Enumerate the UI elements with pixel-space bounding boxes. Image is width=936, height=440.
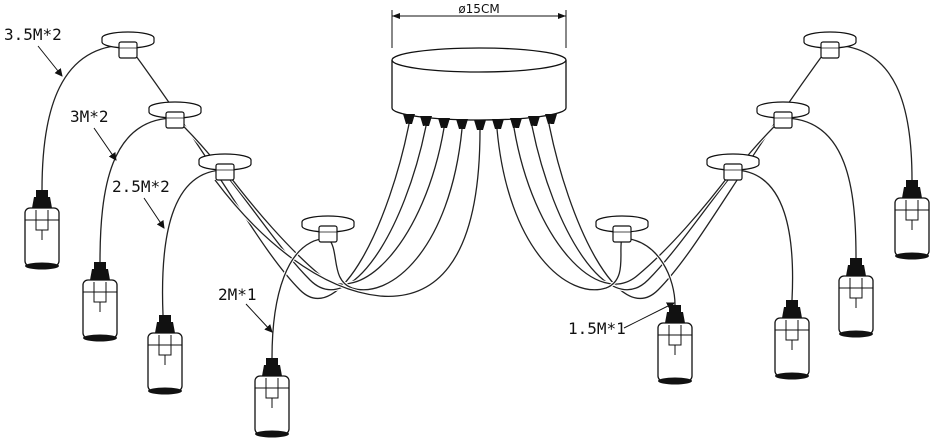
cord-label-3m: 3M*2: [70, 107, 109, 126]
hook-plate-icon: [101, 31, 155, 59]
cords: [40, 43, 914, 359]
lamp-socket-icon: [147, 314, 183, 396]
hook-plate-icon: [756, 101, 810, 129]
hook-plate-icon: [706, 153, 760, 181]
hook-plate-icon: [301, 215, 355, 243]
canopy: ø15CM: [391, 2, 567, 130]
lamp-socket-icon: [24, 189, 60, 271]
cord-label-3-5m: 3.5M*2: [4, 25, 62, 44]
hook-plate-icon: [198, 153, 252, 181]
hook-plate-icon: [803, 31, 857, 59]
cord-label-2m: 2M*1: [218, 285, 257, 304]
lamp-socket-icon: [894, 179, 930, 261]
hook-plate-icon: [595, 215, 649, 243]
lamp-socket-icon: [838, 257, 874, 339]
cord-label-1-5m: 1.5M*1: [568, 319, 626, 338]
cord-label-2-5m: 2.5M*2: [112, 177, 170, 196]
lamp-socket-icon: [774, 299, 810, 381]
lamp-socket-icon: [657, 304, 693, 386]
hook-plate-icon: [148, 101, 202, 129]
lamp-socket-icon: [254, 357, 290, 439]
lamp-socket-icon: [82, 261, 118, 343]
canopy-dimension-label: ø15CM: [458, 2, 499, 16]
cord-length-labels: 3.5M*2 3M*2 2.5M*2 2M*1 1.5M*1: [4, 25, 675, 338]
lamp-sockets: [24, 179, 930, 439]
